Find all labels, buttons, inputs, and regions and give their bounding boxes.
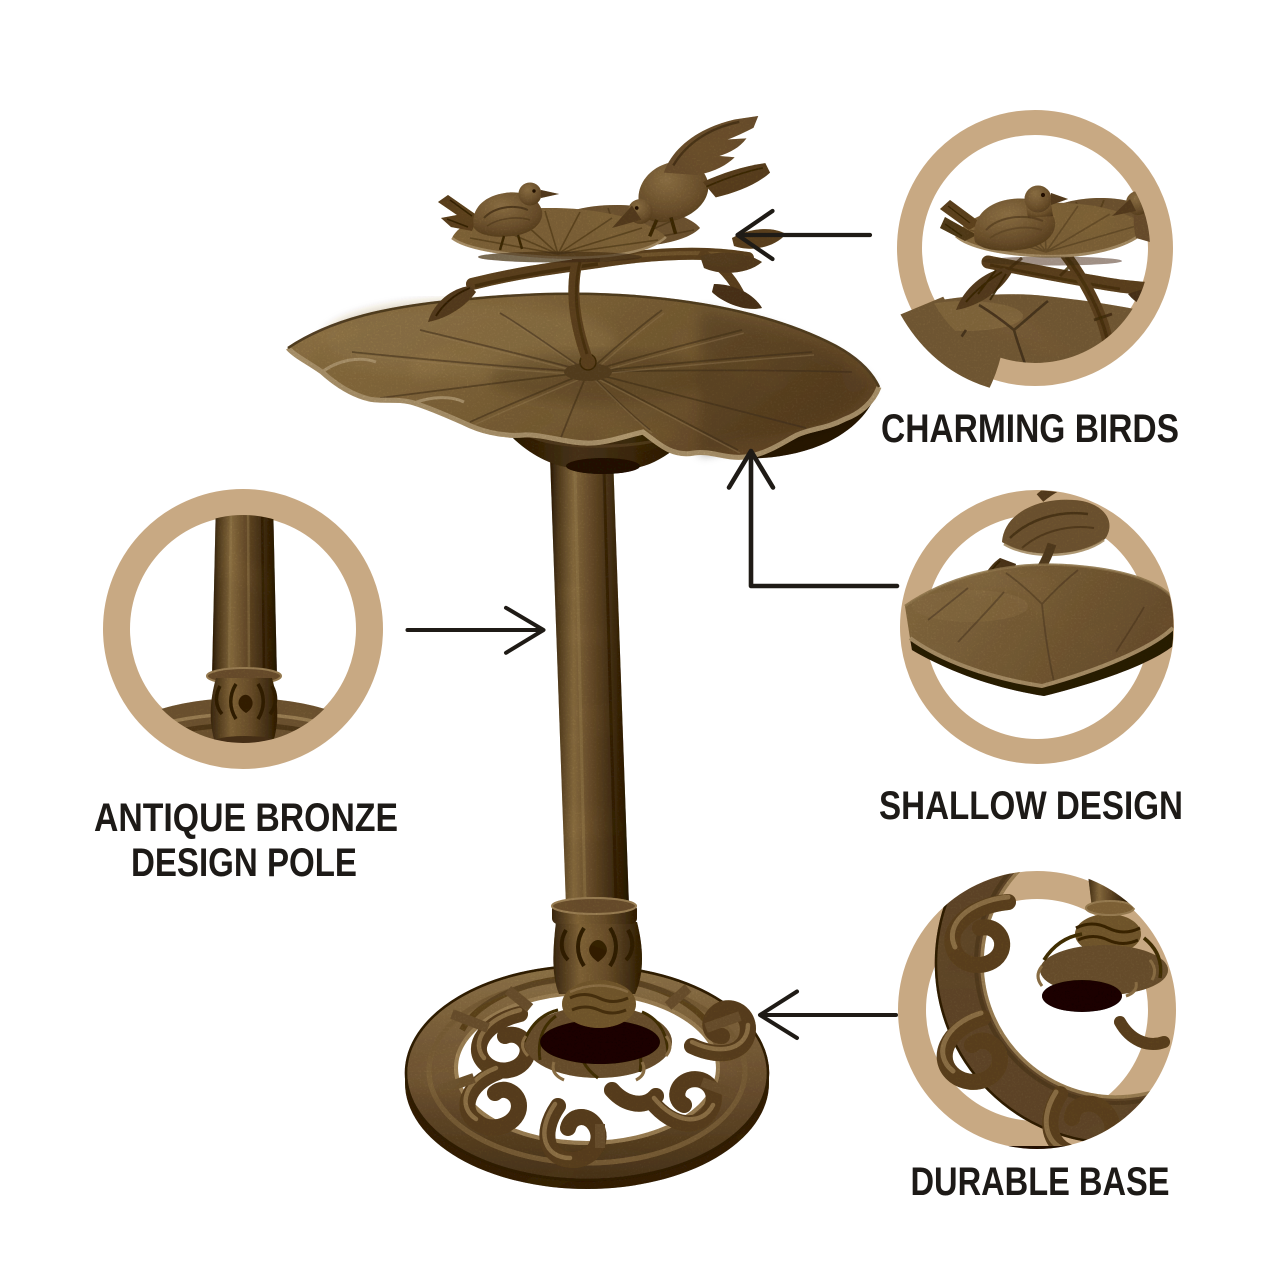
svg-text:ANTIQUE BRONZE: ANTIQUE BRONZE: [94, 796, 398, 840]
svg-text:DESIGN POLE: DESIGN POLE: [131, 841, 357, 885]
svg-text:CHARMING BIRDS: CHARMING BIRDS: [881, 407, 1179, 451]
svg-text:DURABLE BASE: DURABLE BASE: [911, 1160, 1170, 1204]
svg-text:SHALLOW DESIGN: SHALLOW DESIGN: [879, 784, 1183, 828]
